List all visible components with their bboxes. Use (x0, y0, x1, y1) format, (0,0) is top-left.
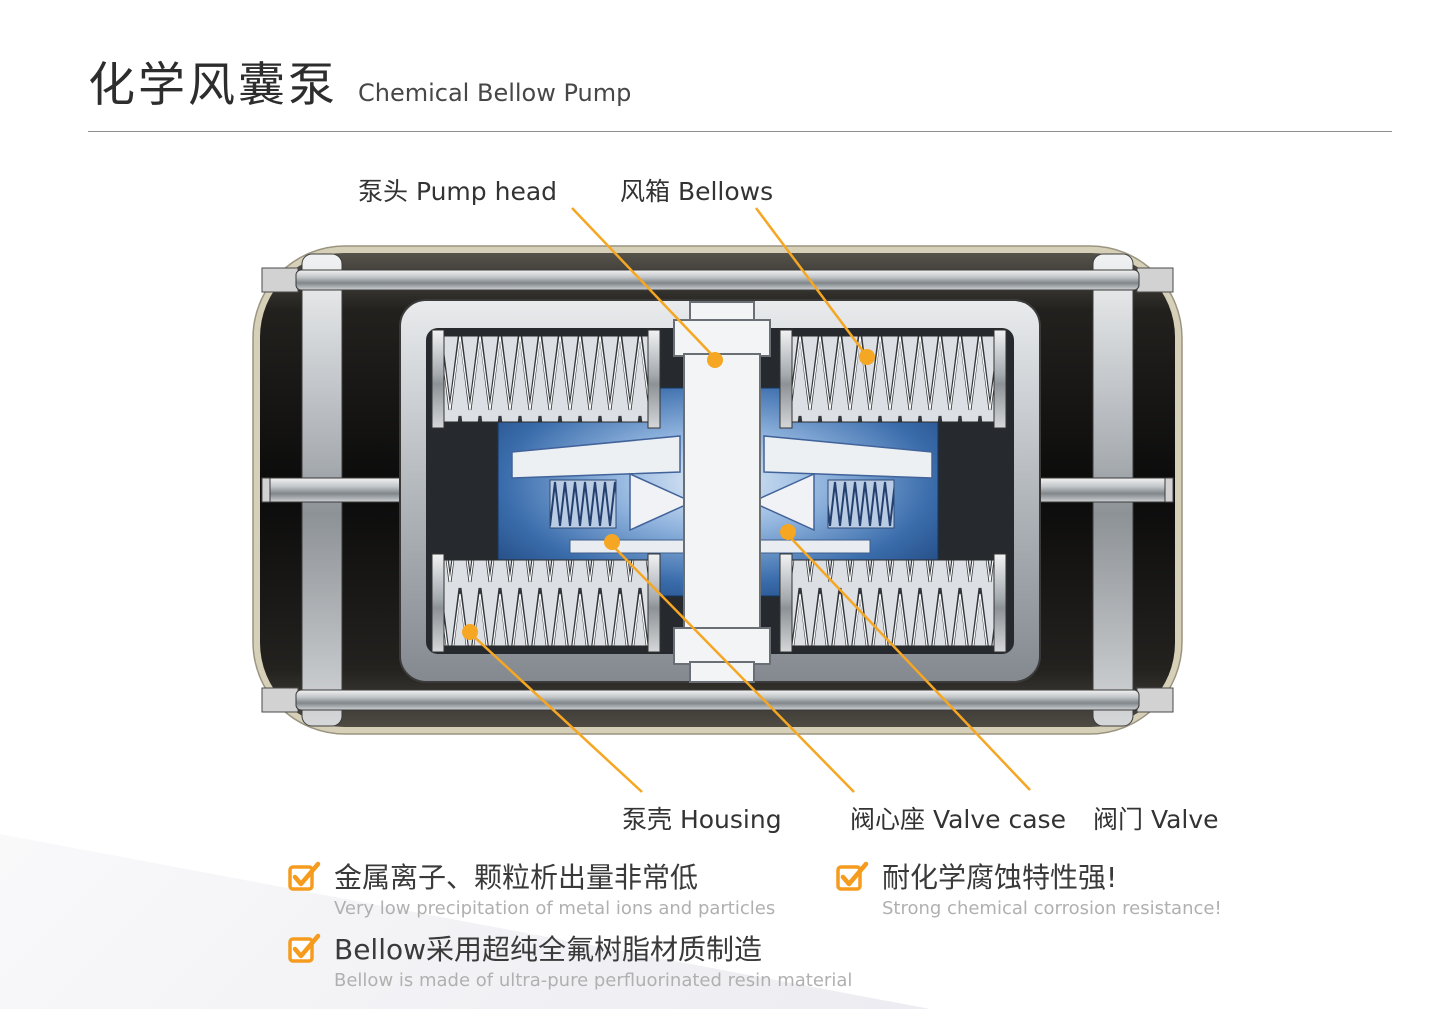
bellows-bottom-left (439, 559, 653, 647)
feature-zh-text: 金属离子、颗粒析出量非常低 (334, 861, 699, 894)
check-icon (836, 861, 870, 891)
bellows-top-right (783, 335, 997, 423)
feature-resin-material: Bellow采用超纯全氟树脂材质制造 Bellow is made of ult… (288, 928, 852, 991)
page-header: 化学风囊泵 Chemical Bellow Pump (88, 46, 631, 115)
feature-en-text: Very low precipitation of metal ions and… (334, 898, 776, 919)
valve-spring-left (549, 479, 617, 529)
feature-en-text: Bellow is made of ultra-pure perfluorina… (334, 970, 853, 991)
check-icon (288, 861, 322, 891)
pump-head-manifold (673, 301, 771, 683)
check-icon (288, 933, 322, 963)
valve-funnels (629, 472, 815, 532)
label-pump-head: 泵头 Pump head (358, 177, 558, 206)
feature-zh-text: Bellow采用超纯全氟树脂材质制造 (334, 933, 763, 966)
feature-zh-text: 耐化学腐蚀特性强! (882, 861, 1118, 894)
feature-en-text: Strong chemical corrosion resistance! (882, 898, 1222, 919)
page-title: 化学风囊泵 (88, 58, 338, 113)
pump-diagram-svg (252, 245, 1183, 735)
label-valve: 阀门 Valve (1093, 805, 1219, 834)
tie-rod-bottom (295, 689, 1140, 711)
valve-plates (511, 435, 933, 479)
page-subtitle: Chemical Bellow Pump (358, 79, 632, 107)
bellows-top-left (439, 335, 653, 423)
valve-spring-right (827, 479, 895, 529)
label-bellows: 风箱 Bellows (620, 177, 774, 206)
feature-metal-ions: 金属离子、颗粒析出量非常低 Very low precipitation of … (288, 856, 775, 919)
pump-diagram (250, 240, 1185, 740)
header-divider (88, 131, 1392, 132)
bellows-bottom-right (783, 559, 997, 647)
tie-rod-top (295, 269, 1140, 291)
label-housing: 泵壳 Housing (622, 805, 782, 834)
label-valve-case: 阀心座 Valve case (850, 805, 1066, 834)
feature-corrosion: 耐化学腐蚀特性强! Strong chemical corrosion resi… (836, 856, 1222, 919)
